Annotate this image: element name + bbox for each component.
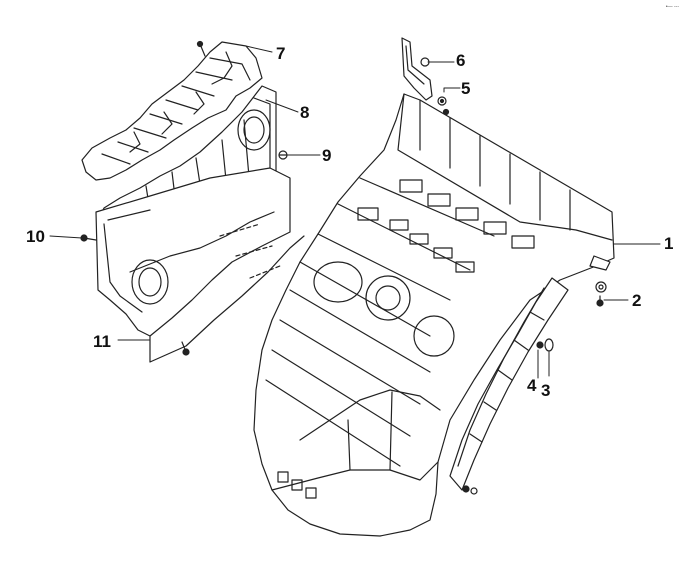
callout-9: 9 bbox=[322, 146, 332, 165]
callout-7: 7 bbox=[276, 44, 286, 63]
leader-lines bbox=[49, 45, 661, 379]
main-skid-plate bbox=[253, 93, 615, 537]
callout-2: 2 bbox=[632, 291, 642, 310]
callout-11: 11 bbox=[93, 332, 111, 351]
callout-6: 6 bbox=[456, 51, 466, 70]
callout-3: 3 bbox=[541, 381, 551, 400]
corner-mark: •— --- bbox=[665, 4, 679, 10]
mounting-bracket bbox=[401, 37, 433, 101]
callout-10: 10 bbox=[26, 227, 45, 246]
callout-1: 1 bbox=[664, 234, 674, 253]
callout-5: 5 bbox=[461, 79, 471, 98]
lower-flat-shield bbox=[95, 167, 305, 363]
callout-8: 8 bbox=[300, 103, 310, 122]
hardware bbox=[80, 57, 611, 495]
fender-arch bbox=[449, 277, 569, 491]
upper-heat-shield bbox=[81, 40, 263, 181]
callout-4: 4 bbox=[527, 376, 537, 395]
